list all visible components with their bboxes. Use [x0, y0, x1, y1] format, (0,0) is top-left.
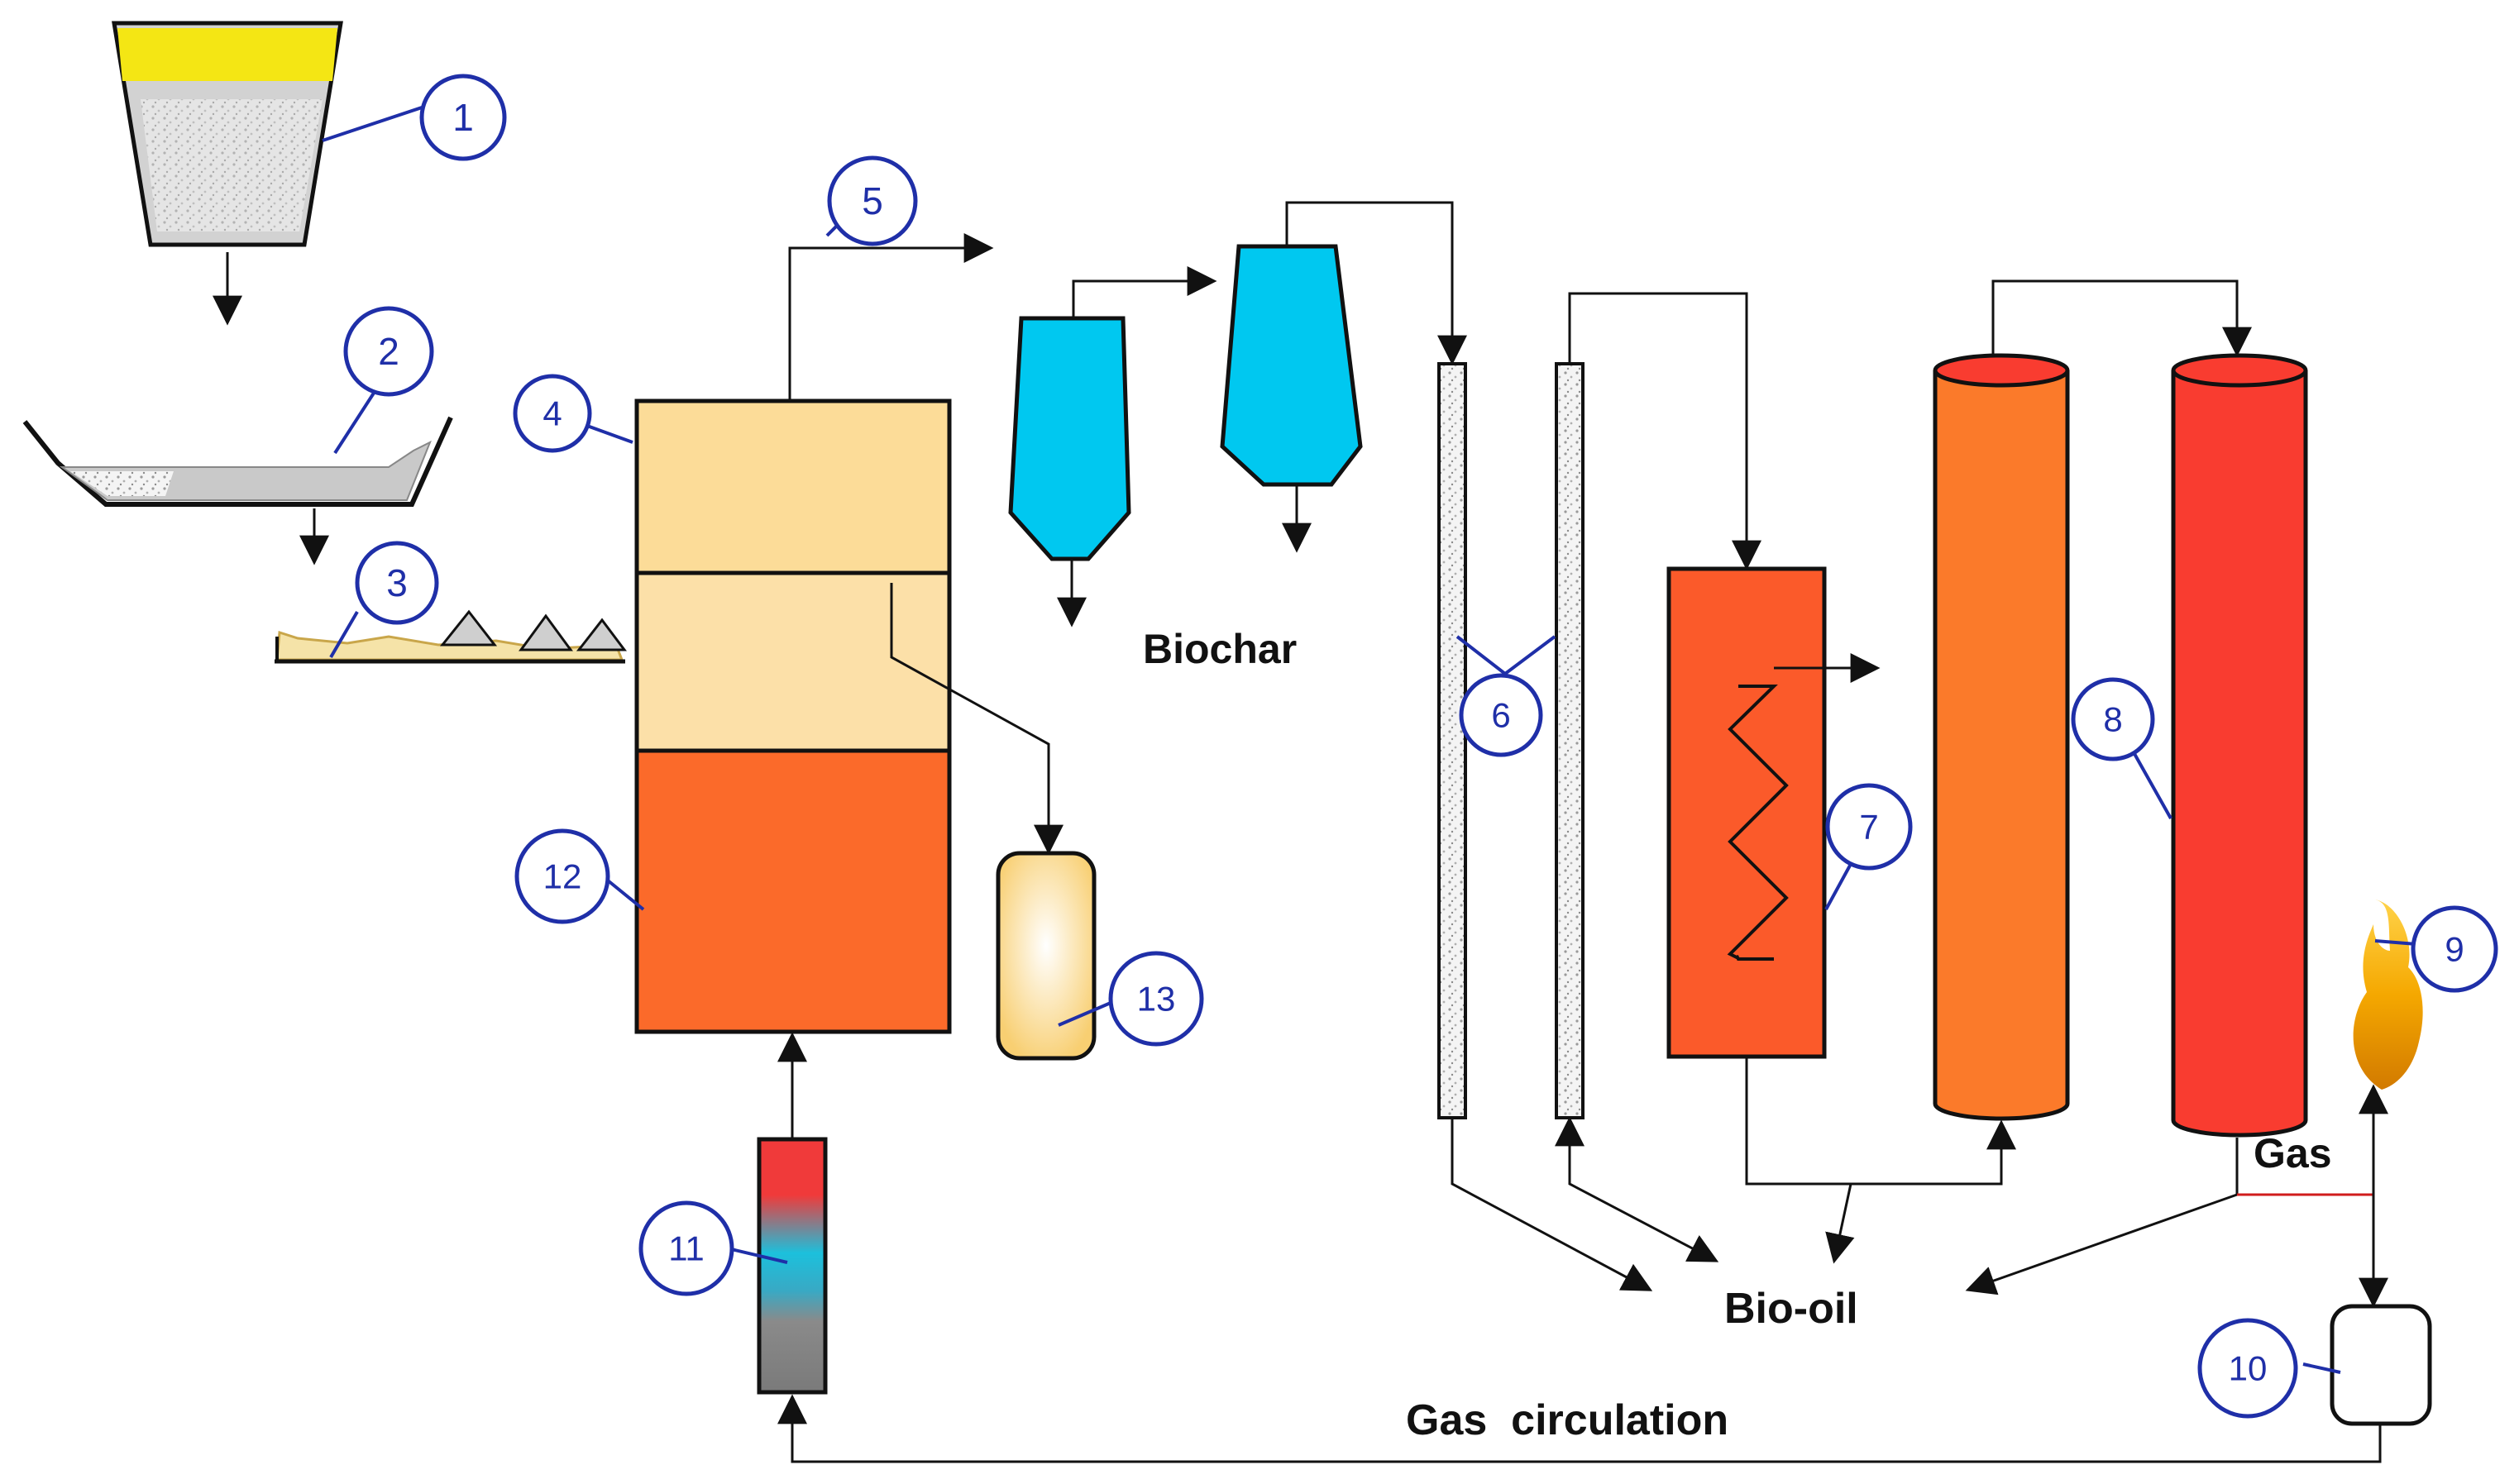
svg-text:11: 11	[668, 1229, 705, 1268]
callout-8: 8	[2071, 677, 2155, 761]
svg-text:7: 7	[1859, 808, 1878, 847]
label-gas-circulation: Gas circulation	[1406, 1396, 1728, 1444]
gas-preheater	[757, 1137, 828, 1395]
gas-storage-tank	[2330, 1304, 2432, 1426]
callout-11: 11	[638, 1200, 734, 1296]
label-bio-oil: Bio-oil	[1724, 1285, 1858, 1333]
svg-text:5: 5	[862, 179, 883, 222]
callout-7: 7	[1825, 783, 1913, 871]
svg-text:2: 2	[378, 330, 399, 373]
heat-exchanger	[1666, 566, 1827, 1059]
feed-tray	[22, 416, 453, 507]
callout-2: 2	[343, 306, 434, 397]
callout-5: 5	[827, 155, 918, 246]
label-biochar: Biochar	[1143, 626, 1297, 672]
callout-4: 4	[513, 374, 592, 453]
svg-text:13: 13	[1137, 980, 1176, 1019]
callout-6: 6	[1459, 673, 1543, 757]
svg-text:3: 3	[386, 561, 408, 604]
callout-10: 10	[2197, 1318, 2298, 1419]
scrubber-column-1	[1933, 353, 2070, 1121]
callout-3: 3	[355, 541, 439, 625]
callout-9: 9	[2411, 905, 2498, 993]
callout-12: 12	[514, 828, 610, 924]
svg-text:10: 10	[2229, 1349, 2268, 1388]
svg-text:4: 4	[543, 394, 562, 433]
label-gas: Gas	[2254, 1130, 2332, 1176]
flame-icon	[2353, 899, 2423, 1090]
pyrolysis-reactor	[634, 398, 952, 1034]
scrubber-column-2	[2171, 353, 2308, 1138]
svg-text:6: 6	[1491, 696, 1510, 735]
svg-text:9: 9	[2445, 930, 2464, 969]
process-pipes	[213, 201, 2388, 1463]
svg-text:12: 12	[543, 857, 582, 896]
callout-13: 13	[1108, 951, 1204, 1047]
screw-feeder	[275, 609, 627, 664]
feed-hopper	[112, 21, 343, 247]
cyclone-1	[1008, 316, 1131, 561]
svg-text:8: 8	[2103, 700, 2122, 739]
cyclone-2	[1220, 244, 1363, 487]
callout-1: 1	[419, 74, 507, 161]
svg-text:1: 1	[452, 96, 474, 139]
char-collector	[996, 851, 1097, 1061]
